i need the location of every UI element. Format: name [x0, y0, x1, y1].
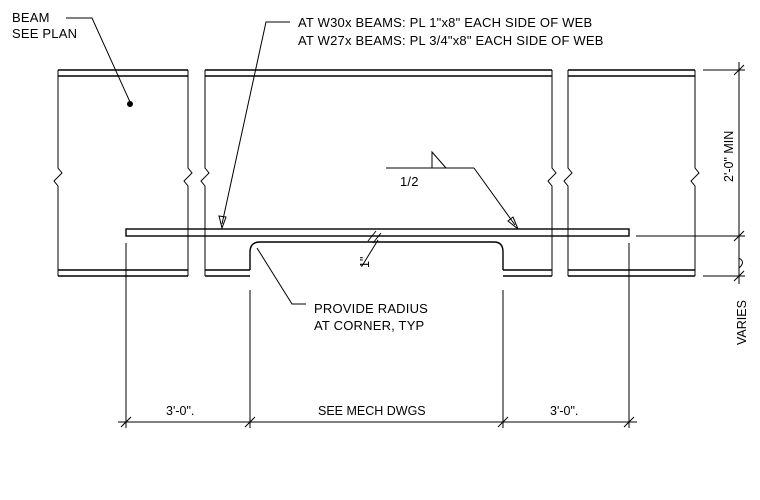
- beam-leader-dot: [127, 101, 133, 107]
- reinforcing-plate: [125, 228, 630, 237]
- radius-note-line2: AT CORNER, TYP: [314, 318, 424, 333]
- web-opening: [249, 241, 504, 270]
- beam-note-line1: BEAM: [12, 10, 50, 25]
- plate-note-line1: AT W30x BEAMS: PL 1"x8" EACH SIDE OF WEB: [298, 15, 592, 30]
- dim-right-label: 3'-0".: [550, 404, 578, 418]
- dim-varies-label: VARIES: [735, 300, 749, 345]
- plate-thickness-label: 1": [358, 257, 372, 268]
- beam-bottom-flange: [58, 269, 695, 277]
- weld-leader-arrowhead: [507, 216, 519, 230]
- horizontal-dimension: [118, 243, 637, 428]
- plate-leader-line: [221, 21, 290, 225]
- radius-leader-line: [256, 247, 306, 305]
- plate-thickness-ticks: [361, 230, 382, 267]
- weld-symbol: [386, 150, 516, 226]
- plate-leader-arrowhead: [218, 215, 227, 230]
- beam-note-line2: SEE PLAN: [12, 26, 77, 41]
- dim-min-depth-label: 2'-0" MIN: [722, 131, 736, 182]
- weld-size-label: 1/2: [400, 174, 419, 189]
- beam-leader-line: [66, 17, 131, 103]
- beam-top-flange: [58, 69, 695, 77]
- radius-note-line1: PROVIDE RADIUS: [314, 301, 428, 316]
- vertical-dimension: [636, 62, 745, 284]
- break-lines: [53, 70, 700, 276]
- dim-center-label: SEE MECH DWGS: [318, 404, 426, 418]
- plate-note-line2: AT W27x BEAMS: PL 3/4"x8" EACH SIDE OF W…: [298, 33, 604, 48]
- dim-left-label: 3'-0".: [166, 404, 194, 418]
